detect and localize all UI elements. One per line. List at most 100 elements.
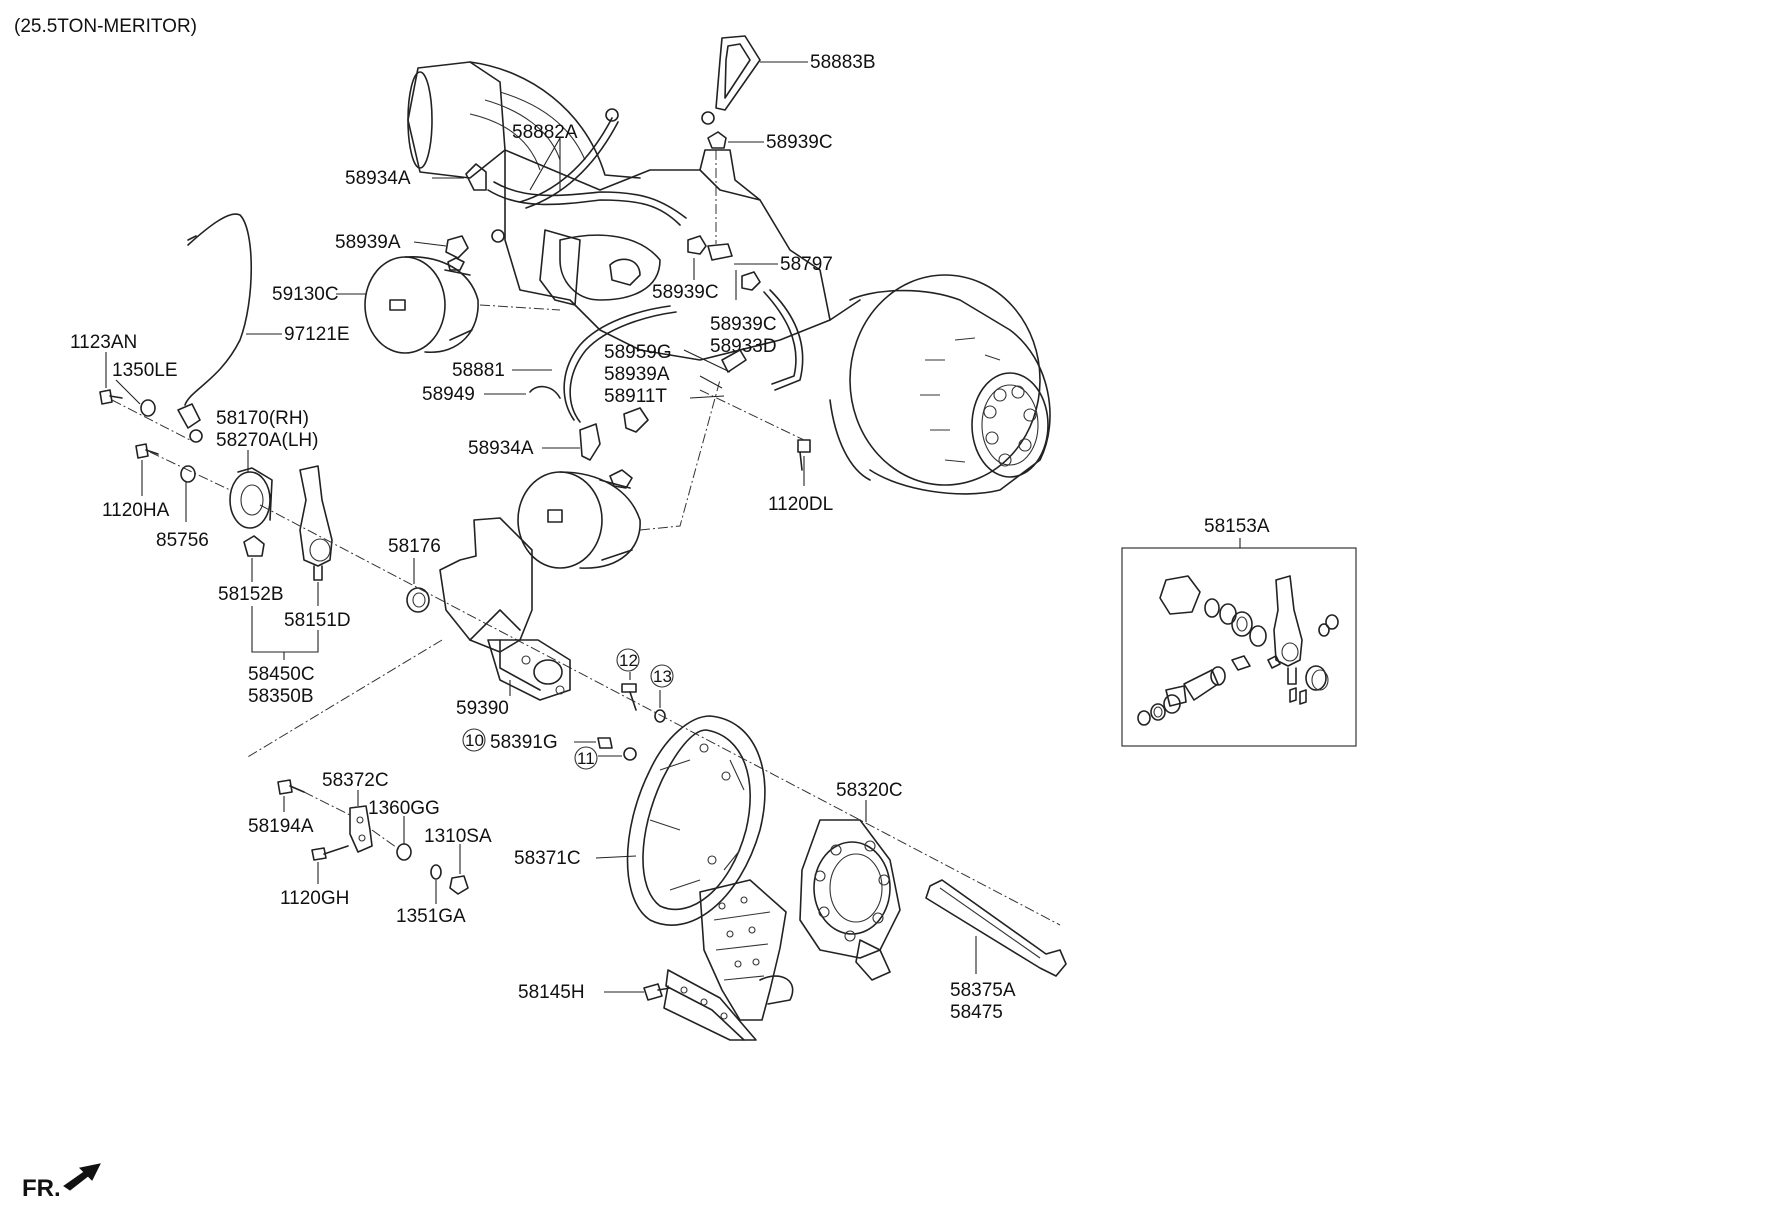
- leaders-58959g: [683, 349, 731, 399]
- label-58176: 58176: [388, 536, 441, 557]
- bracket-58450c: [251, 606, 319, 653]
- valve-58959g[interactable]: [721, 349, 747, 373]
- label-1120gh: 1120GH: [280, 888, 349, 909]
- washer-1350le[interactable]: [140, 399, 156, 417]
- label-59390: 59390: [456, 698, 509, 719]
- label-58882a: 58882A: [512, 122, 578, 143]
- circle-11: [574, 746, 598, 770]
- cam-bracket-59390[interactable]: [439, 517, 571, 701]
- brake-spider-58320c[interactable]: [799, 819, 901, 981]
- dash-1123an: [111, 399, 191, 441]
- label-1360gg: 1360GG: [368, 798, 440, 819]
- label-58391g: 58391G: [490, 732, 558, 753]
- label-58152b: 58152B: [218, 584, 284, 605]
- label-58153a: 58153A: [1204, 516, 1270, 537]
- label-1120dl: 1120DL: [768, 494, 833, 515]
- sensor-cable-97121e[interactable]: [177, 213, 253, 443]
- axle-housing[interactable]: [407, 61, 1051, 495]
- label-1350le: 1350LE: [112, 360, 178, 381]
- dash-59130c: [479, 304, 561, 311]
- fitting-58939a-top[interactable]: [445, 229, 505, 259]
- label-59130c: 59130C: [272, 284, 339, 305]
- label-58371c: 58371C: [514, 848, 581, 869]
- label-58939c-low: 58939C: [710, 314, 777, 335]
- bolt-1120dl[interactable]: [797, 439, 811, 471]
- brake-chamber-lower[interactable]: [517, 469, 641, 569]
- label-58939a-mid: 58939A: [604, 364, 670, 385]
- dash-1120ha: [149, 451, 231, 491]
- label-58881: 58881: [452, 360, 505, 381]
- label-58883b: 58883B: [810, 52, 876, 73]
- kit-box-58153a[interactable]: [1121, 547, 1357, 747]
- dash-58194a: [303, 791, 351, 816]
- elbow-58934a-mid[interactable]: [579, 407, 649, 461]
- washer-1351ga[interactable]: [430, 864, 442, 880]
- label-12: 12: [619, 651, 638, 670]
- washer-13[interactable]: [654, 709, 666, 723]
- label-1351ga: 1351GA: [396, 906, 466, 927]
- clip-58152b[interactable]: [243, 535, 265, 557]
- clip-58949[interactable]: [529, 385, 561, 399]
- bolt-1120gh[interactable]: [311, 845, 349, 861]
- circle-13: [650, 664, 674, 688]
- slack-adjuster-58151d[interactable]: [299, 465, 333, 581]
- fitting-58939c-mid[interactable]: [687, 235, 707, 255]
- block-58797[interactable]: [707, 150, 733, 261]
- label-58372c: 58372C: [322, 770, 389, 791]
- bolt-58194a[interactable]: [277, 779, 305, 795]
- dash-1360gg: [371, 829, 401, 851]
- leader-58939a-top: [413, 241, 447, 247]
- leader-1350le: [115, 379, 141, 405]
- label-97121e: 97121E: [284, 324, 350, 345]
- label-13: 13: [653, 667, 672, 686]
- seal-58176[interactable]: [406, 587, 430, 613]
- bracket-58372c[interactable]: [349, 805, 373, 853]
- ring-58170[interactable]: [229, 467, 273, 529]
- label-1123an: 1123AN: [70, 332, 137, 353]
- label-58939c-mid: 58939C: [652, 282, 719, 303]
- leader-58882a-a: [529, 137, 561, 191]
- label-58350b: 58350B: [248, 686, 314, 707]
- label-58933d: 58933D: [710, 336, 777, 357]
- label-58934a-mid: 58934A: [468, 438, 534, 459]
- label-1310sa: 1310SA: [424, 826, 492, 847]
- leader-58371c: [595, 855, 637, 859]
- label-1120ha: 1120HA: [102, 500, 170, 521]
- label-58194a: 58194A: [248, 816, 314, 837]
- brake-shoe-upper[interactable]: [699, 879, 794, 1021]
- dash-lower-left: [245, 639, 443, 759]
- bolt-1120ha[interactable]: [135, 443, 159, 459]
- dust-shield-58371c[interactable]: [626, 715, 766, 926]
- bolt-58391g[interactable]: [597, 737, 613, 749]
- nut-1310sa[interactable]: [449, 875, 469, 895]
- circle-10: [462, 728, 486, 752]
- brake-shoe-lower[interactable]: [663, 969, 757, 1041]
- axis-line: [259, 504, 1061, 926]
- front-label: FR.: [22, 1175, 61, 1202]
- nut-11[interactable]: [623, 747, 637, 761]
- brake-chamber-59130c[interactable]: [364, 256, 479, 354]
- front-arrow-icon: [63, 1163, 101, 1191]
- label-58934a-top: 58934A: [345, 168, 411, 189]
- dash-1120dl: [699, 389, 805, 441]
- label-58959g: 58959G: [604, 342, 672, 363]
- label-58939a-top: 58939A: [335, 232, 401, 253]
- bolt-1123an[interactable]: [99, 389, 123, 405]
- circle-12: [616, 648, 640, 672]
- hose-58883b[interactable]: [701, 35, 761, 125]
- air-lines[interactable]: [487, 117, 804, 423]
- fitting-58939c-top[interactable]: [707, 131, 727, 149]
- label-58375a: 58375A: [950, 980, 1016, 1001]
- label-58949: 58949: [422, 384, 475, 405]
- washer-85756[interactable]: [180, 465, 196, 483]
- elbow-58934a-top[interactable]: [465, 163, 487, 191]
- rivet-58145h[interactable]: [643, 983, 671, 1001]
- diagram-title: (25.5TON-MERITOR): [14, 16, 197, 37]
- camshaft-58375a[interactable]: [925, 879, 1067, 977]
- label-58475: 58475: [950, 1002, 1003, 1023]
- fitting-58882a[interactable]: [605, 108, 619, 122]
- fitting-58939c-low[interactable]: [741, 271, 761, 291]
- bolt-12[interactable]: [621, 683, 637, 711]
- nut-1360gg[interactable]: [396, 843, 412, 861]
